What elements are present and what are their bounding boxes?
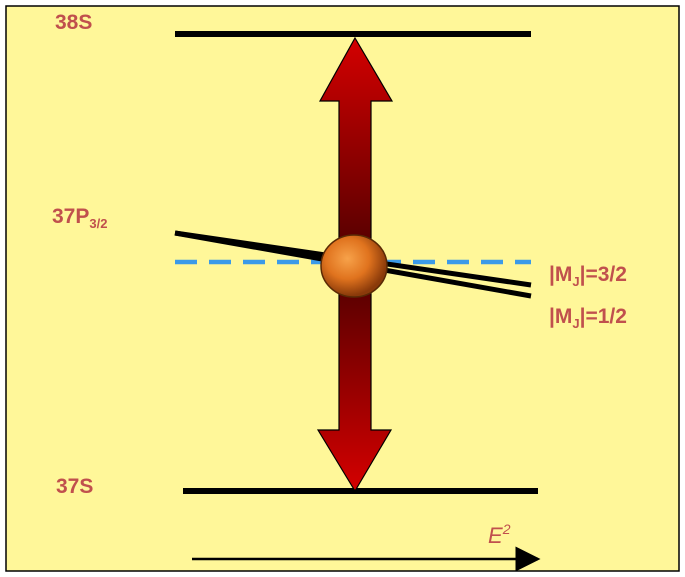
mj-3-2-sub: J [572,274,580,289]
mj-1-2-label: |MJ|=1/2 [549,306,627,330]
level-37p-base: 37P [52,205,90,228]
mj-1-2-suffix: |=1/2 [579,305,627,328]
mj-1-2-sub: J [572,316,580,331]
mj-1-2-prefix: |M [549,305,573,328]
level-37s-label: 37S [56,475,94,498]
field-axis-base: E [488,523,503,548]
level-38s-label: 38S [55,11,93,34]
mj-3-2-suffix: |=3/2 [579,263,627,286]
field-squared-label: E2 [488,522,510,547]
mj-3-2-prefix: |M [549,263,573,286]
atom-sphere [320,234,388,298]
level-37p-label: 37P3/2 [52,206,107,230]
mj-3-2-label: |MJ|=3/2 [549,264,627,288]
level-37p-sub: 3/2 [89,216,108,231]
field-axis-sup: 2 [502,521,511,537]
